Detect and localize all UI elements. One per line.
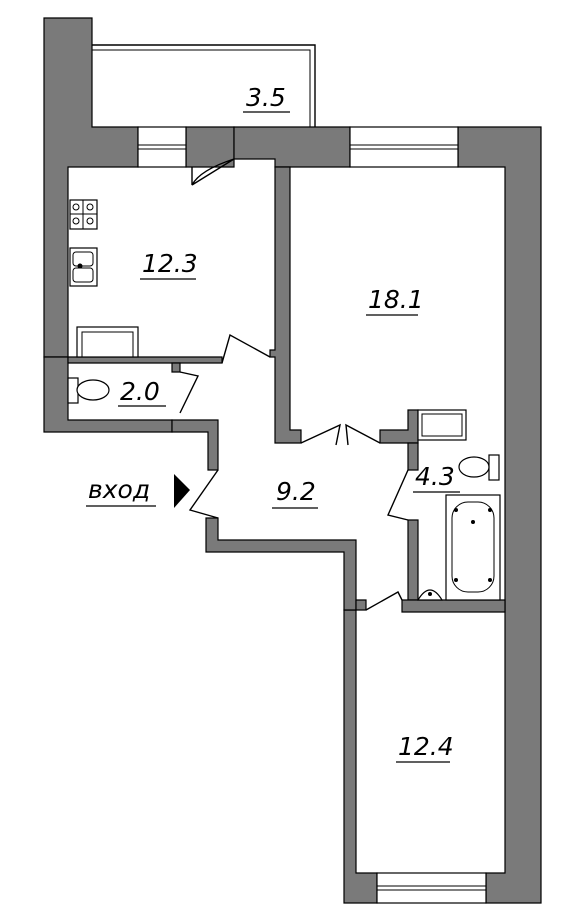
sink-icon <box>69 247 98 287</box>
area-balcony: 3.5 <box>246 83 286 112</box>
area-hallway: 9.2 <box>276 477 316 506</box>
stove-icon <box>69 199 98 230</box>
door-bath <box>387 469 409 521</box>
wall-bath-left-lower <box>407 519 419 601</box>
toilet-icon <box>67 377 110 404</box>
wall-bottom-left <box>343 609 378 904</box>
area-bathroom: 4.3 <box>415 462 455 491</box>
wall-interior-vertical <box>269 166 302 444</box>
door-kitchen <box>221 333 271 364</box>
wall-kitchen-bottom <box>67 356 223 364</box>
wall-left-outer <box>43 17 139 358</box>
wall-bedroom-top <box>355 599 367 611</box>
wall-living-bottom <box>379 409 419 444</box>
bath-toilet-icon <box>458 454 500 481</box>
windows <box>137 126 487 904</box>
area-living-room: 18.1 <box>368 285 424 314</box>
window-kitchen <box>137 126 187 168</box>
window-bedroom <box>376 872 487 904</box>
bathtub-icon <box>445 494 501 601</box>
wall-top-center <box>233 126 351 168</box>
wall-bath-left <box>407 442 419 471</box>
door-living-right <box>345 423 381 446</box>
area-kitchen: 12.3 <box>142 249 198 278</box>
area-toilet: 2.0 <box>120 377 160 406</box>
entrance-label: вход <box>88 475 150 504</box>
doors <box>179 158 409 611</box>
door-living-left <box>300 423 341 446</box>
entrance-arrow-icon <box>174 474 190 508</box>
door-entrance <box>188 469 219 519</box>
wall-bedroom-top-right <box>401 599 506 613</box>
washbasin-icon <box>416 589 444 601</box>
door-toilet <box>179 371 200 414</box>
door-balcony <box>191 158 235 186</box>
fixtures <box>67 199 501 601</box>
area-bedroom: 12.4 <box>398 732 454 761</box>
window-living <box>349 126 459 168</box>
bath-cabinet <box>417 409 467 441</box>
walls <box>43 17 542 904</box>
wall-toilet-right <box>171 362 181 373</box>
balcony <box>91 44 316 127</box>
wall-entrance-bottom <box>205 517 357 611</box>
door-bedroom <box>365 591 403 611</box>
wall-entrance-top <box>171 419 219 471</box>
labels: 3.5 12.3 18.1 2.0 9.2 4.3 12.4 вход <box>86 83 460 763</box>
